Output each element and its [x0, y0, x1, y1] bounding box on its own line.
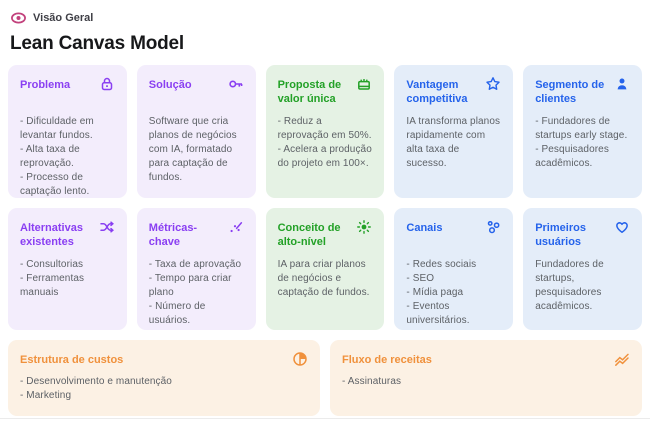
key-icon [228, 76, 244, 92]
card-body: - Redes sociais - SEO - Mídia paga - Eve… [406, 259, 477, 326]
card-title: Canais [406, 222, 443, 234]
card-body: - Dificuldade em levantar fundos. - Alta… [20, 116, 94, 197]
person-icon [614, 76, 630, 92]
card-body: Fundadores de startups, pesquisadores ac… [535, 259, 604, 312]
card-title: Vantagem competitiva [406, 79, 468, 106]
card-estrutura-custos[interactable]: Estrutura de custos - Desenvolvimento e … [8, 340, 320, 416]
shuffle-icon [99, 219, 115, 235]
card-title: Estrutura de custos [20, 354, 124, 366]
card-title: Primeiros usuários [535, 222, 586, 249]
sun-icon [356, 219, 372, 235]
card-alternativas-existentes[interactable]: Alternativas existentes - Consultorias -… [8, 208, 127, 330]
card-title: Segmento de clientes [535, 79, 605, 106]
card-body: Software que cria planos de negócios com… [148, 116, 237, 183]
card-primeiros-usuarios[interactable]: Primeiros usuários Fundadores de startup… [523, 208, 642, 330]
card-title: Solução [148, 79, 192, 91]
canvas-grid: Problema - Dificuldade em levantar fundo… [0, 55, 650, 330]
card-vantagem-competitiva[interactable]: Vantagem competitiva IA transforma plano… [394, 65, 514, 198]
star-icon [485, 76, 501, 92]
bubbles-icon [485, 219, 501, 235]
overview-label: Visão Geral [33, 12, 94, 24]
card-canais[interactable]: Canais - Redes sociais - SEO - Mídia pag… [394, 208, 514, 330]
card-problema[interactable]: Problema - Dificuldade em levantar fundo… [8, 65, 127, 198]
card-body: IA transforma planos rapidamente com alt… [406, 116, 501, 169]
eye-icon [11, 12, 26, 24]
card-fluxo-receitas[interactable]: Fluxo de receitas - Assinaturas [330, 340, 642, 416]
card-title: Conceito de alto-nível [277, 222, 341, 249]
card-title: Métricas-chave [148, 222, 198, 249]
card-title: Problema [20, 79, 71, 91]
card-body: - Taxa de aprovação - Tempo para criar p… [148, 259, 242, 326]
card-title: Fluxo de receitas [342, 354, 432, 366]
card-proposta-valor[interactable]: Proposta de valor única - Reduz a reprov… [265, 65, 385, 198]
card-body: - Assinaturas [342, 376, 402, 387]
gift-icon [356, 76, 372, 92]
overview-header: Visão Geral [0, 0, 650, 24]
card-body: - Consultorias - Ferramentas manuais [20, 259, 85, 298]
lock-icon [99, 76, 115, 92]
card-title: Alternativas existentes [20, 222, 83, 249]
card-conceito-alto-nivel[interactable]: Conceito de alto-nível IA para criar pla… [265, 208, 385, 330]
card-body: - Reduz a reprovação em 50%. - Acelera a… [277, 116, 372, 169]
card-solucao[interactable]: Solução Software que cria planos de negó… [136, 65, 256, 198]
heart-icon [614, 219, 630, 235]
revenue-trend-icon [614, 351, 630, 367]
card-body: - Fundadores de startups early stage. - … [535, 116, 628, 169]
card-body: IA para criar planos de negócios e capta… [277, 259, 370, 298]
card-segmento-clientes[interactable]: Segmento de clientes - Fundadores de sta… [523, 65, 642, 198]
card-title: Proposta de valor única [277, 79, 342, 106]
card-body: - Desenvolvimento e manutenção - Marketi… [20, 376, 172, 401]
trend-chart-icon [228, 219, 244, 235]
bottom-divider [0, 418, 650, 419]
page-title: Lean Canvas Model [10, 33, 184, 54]
pie-chart-icon [292, 351, 308, 367]
canvas-grid-bottom: Estrutura de custos - Desenvolvimento e … [0, 330, 650, 416]
card-metricas-chave[interactable]: Métricas-chave - Taxa de aprovação - Tem… [136, 208, 256, 330]
